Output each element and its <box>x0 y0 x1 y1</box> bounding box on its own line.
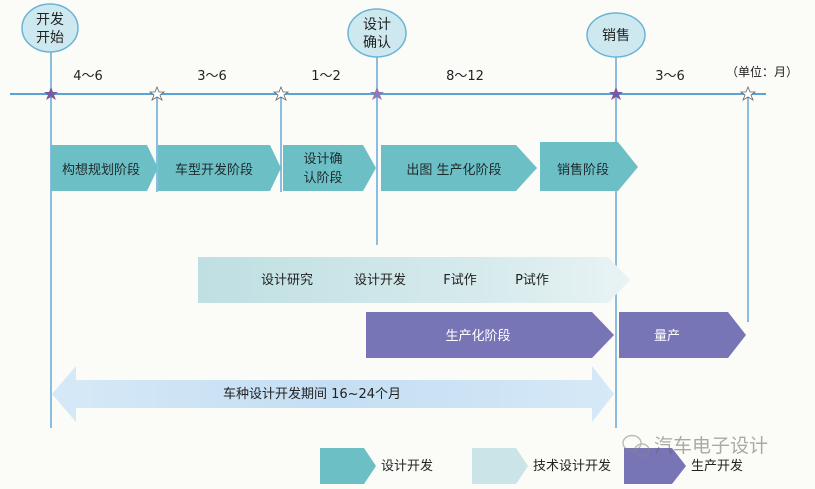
phase-concept: 构想规划阶段 <box>51 145 158 191</box>
duration-4: 8～12 <box>446 69 484 84</box>
svg-text:生产开发: 生产开发 <box>691 458 743 474</box>
svg-text:出图 生产化阶段: 出图 生产化阶段 <box>406 163 501 178</box>
wechat-icon <box>622 434 650 457</box>
svg-text:销售: 销售 <box>602 28 630 44</box>
mass-production: 量产 <box>619 312 746 358</box>
production-stage: 生产化阶段 <box>366 312 614 358</box>
axis-stars <box>44 85 757 101</box>
svg-text:认阶段: 认阶段 <box>303 171 342 186</box>
svg-text:技术设计开发: 技术设计开发 <box>533 458 611 474</box>
duration-1: 4～6 <box>73 69 103 84</box>
svg-text:量产: 量产 <box>654 329 680 344</box>
duration-3: 1～2 <box>311 69 341 84</box>
design-phases: 构想规划阶段 车型开发阶段 设计确 认阶段 出图 生产化阶段 销售阶段 <box>51 142 638 191</box>
watermark: 汽车电子设计 <box>622 434 768 457</box>
star-outline-icon <box>739 85 757 101</box>
duration-labels: 4～6 3～6 1～2 8～12 3～6 （单位：月） <box>73 64 798 84</box>
svg-text:车型开发阶段: 车型开发阶段 <box>175 162 253 178</box>
milestone-design-confirm: 设计 确认 <box>347 8 407 58</box>
svg-text:车种设计开发期间 16~24个月: 车种设计开发期间 16~24个月 <box>223 386 401 402</box>
legend-design-dev: 设计开发 <box>320 448 433 484</box>
star-outline-icon <box>272 85 290 101</box>
star-filled-icon <box>370 87 384 100</box>
star-outline-icon <box>148 85 166 101</box>
phase-confirm: 设计确 认阶段 <box>283 145 376 191</box>
svg-text:生产化阶段: 生产化阶段 <box>445 329 510 344</box>
milestone-sales: 销售 <box>586 12 646 58</box>
svg-text:构想规划阶段: 构想规划阶段 <box>62 162 140 178</box>
vertical-guides <box>50 52 749 428</box>
tech-p-trial: P试作 <box>515 273 549 288</box>
tech-design-arrow: 设计研究 设计开发 F试作 P试作 <box>198 257 630 303</box>
svg-text:设计确: 设计确 <box>303 152 342 167</box>
production-arrows: 生产化阶段 量产 <box>366 312 746 358</box>
svg-text:设计开发: 设计开发 <box>381 458 433 474</box>
svg-text:销售阶段: 销售阶段 <box>557 162 609 178</box>
tech-f-trial: F试作 <box>443 273 476 288</box>
star-filled-icon <box>44 87 58 100</box>
svg-text:汽车电子设计: 汽车电子设计 <box>654 435 768 457</box>
phase-sales: 销售阶段 <box>540 142 638 191</box>
svg-text:开始: 开始 <box>36 30 64 46</box>
duration-2: 3～6 <box>197 69 227 84</box>
legend-production-dev: 生产开发 <box>624 448 743 484</box>
legend-tech-design-dev: 技术设计开发 <box>472 448 611 484</box>
phase-vehicle: 车型开发阶段 <box>158 145 281 191</box>
svg-text:开发: 开发 <box>36 12 64 28</box>
development-period-arrow: 车种设计开发期间 16~24个月 <box>52 366 614 422</box>
star-filled-icon <box>609 87 623 100</box>
milestone-dev-start: 开发 开始 <box>21 3 79 53</box>
tech-development: 设计开发 <box>354 272 406 288</box>
tech-research: 设计研究 <box>261 273 313 288</box>
phase-drawing: 出图 生产化阶段 <box>381 145 537 191</box>
unit-label: （单位：月） <box>726 64 798 79</box>
svg-text:设计: 设计 <box>363 17 391 33</box>
svg-text:确认: 确认 <box>363 35 391 51</box>
legend: 设计开发 技术设计开发 生产开发 <box>320 448 743 484</box>
duration-5: 3～6 <box>655 69 685 84</box>
